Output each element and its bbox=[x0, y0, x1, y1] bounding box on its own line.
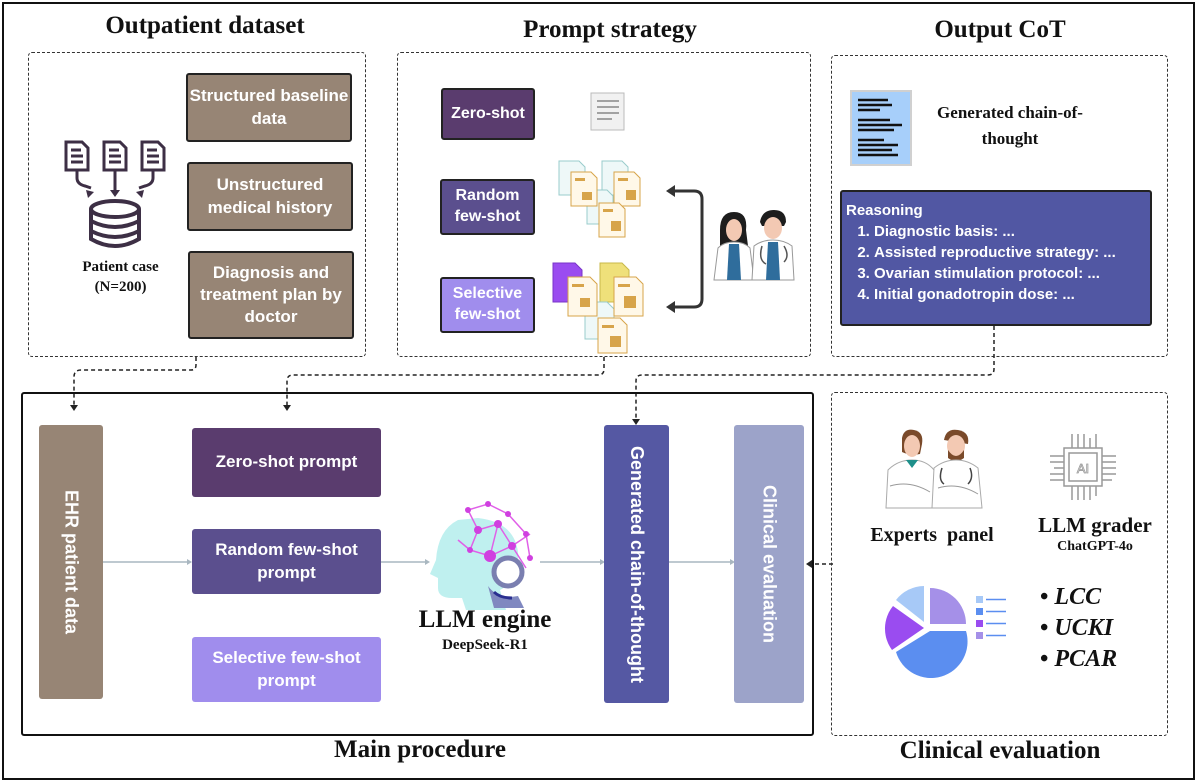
single-document-icon bbox=[590, 92, 625, 131]
expert-selection-double-arrow bbox=[666, 185, 704, 313]
doctors-illustration-icon bbox=[713, 210, 795, 281]
outpatient-dataset-panel bbox=[28, 52, 366, 357]
llm-grader-model: ChatGPT-4o bbox=[1057, 539, 1133, 554]
experts-panel-label: Experts panel bbox=[870, 524, 994, 546]
llm-grader-label: LLM grader bbox=[1038, 513, 1152, 537]
random-examples-documents-icon bbox=[558, 160, 641, 238]
experts-panel-icon bbox=[885, 429, 983, 509]
reasoning-box: Reasoning Diagnostic basis: ... Assisted… bbox=[840, 190, 1152, 326]
llm-engine-label: LLM engine bbox=[418, 606, 552, 633]
pie-slice-1 bbox=[896, 586, 924, 622]
generated-cot-box: Generated chain-of-thought bbox=[604, 425, 669, 703]
selective-examples-documents-icon bbox=[552, 262, 644, 354]
pie-legend bbox=[976, 596, 1006, 639]
main-procedure-title: Main procedure bbox=[334, 736, 506, 763]
structured-baseline-data-box: Structured baseline data bbox=[186, 73, 352, 142]
output-cot-panel bbox=[831, 55, 1168, 357]
reasoning-list: Diagnostic basis: ... Assisted reproduct… bbox=[846, 223, 1146, 303]
pie-slice-3 bbox=[896, 631, 968, 679]
prompt-strategy-panel bbox=[397, 52, 811, 357]
output-cot-title: Output CoT bbox=[934, 16, 1066, 43]
zero-shot-prompt-box: Zero-shot prompt bbox=[192, 428, 381, 497]
unstructured-medical-history-box: Unstructured medical history bbox=[187, 162, 353, 231]
evaluation-pie-icon bbox=[884, 586, 1006, 679]
prompt-strategy-title: Prompt strategy bbox=[523, 16, 697, 43]
patient-count: (N=200) bbox=[94, 278, 147, 295]
reasoning-item: Assisted reproductive strategy: ... bbox=[874, 244, 1146, 261]
metric-item: • LCC bbox=[1040, 584, 1102, 610]
metric-item: • UCKI bbox=[1040, 615, 1114, 641]
selective-few-shot-strategy-box: Selective few-shot bbox=[440, 277, 535, 333]
random-few-shot-strategy-box: Random few-shot bbox=[440, 179, 535, 235]
reasoning-item: Initial gonadotropin dose: ... bbox=[874, 286, 1146, 303]
reasoning-item: Ovarian stimulation protocol: ... bbox=[874, 265, 1146, 282]
diagnosis-treatment-plan-box: Diagnosis and treatment plan by doctor bbox=[188, 251, 354, 339]
pie-slice-4 bbox=[884, 606, 924, 650]
generated-cot-label: Generated chain-of-thought bbox=[937, 103, 1083, 149]
main-procedure-panel bbox=[21, 392, 814, 736]
selective-few-shot-prompt-box: Selective few-shot prompt bbox=[192, 637, 381, 702]
llm-brain-head-icon bbox=[430, 501, 533, 610]
llm-model-label: DeepSeek-R1 bbox=[442, 637, 528, 653]
random-few-shot-prompt-box: Random few-shot prompt bbox=[192, 529, 381, 594]
clinical-evaluation-panel bbox=[831, 392, 1168, 736]
outpatient-dataset-title: Outpatient dataset bbox=[105, 12, 305, 39]
clinical-evaluation-box: Clinical evaluation bbox=[734, 425, 804, 703]
zero-shot-strategy-box: Zero-shot bbox=[441, 88, 535, 140]
patient-case-label: Patient case (N=200) bbox=[58, 258, 183, 297]
patient-case-text: Patient case bbox=[82, 259, 159, 275]
ehr-patient-data-box: EHR patient data bbox=[39, 425, 103, 699]
clinical-evaluation-title: Clinical evaluation bbox=[899, 737, 1101, 764]
metric-pcar: PCAR bbox=[1054, 646, 1118, 672]
ai-chip-text: AI bbox=[1077, 461, 1089, 476]
reasoning-title: Reasoning bbox=[846, 202, 923, 219]
generated-cot-document-icon bbox=[850, 90, 912, 166]
metric-item: • PCAR bbox=[1040, 646, 1118, 672]
metric-lcc: LCC bbox=[1054, 584, 1102, 610]
metrics-list: • LCC • UCKI • PCAR bbox=[1040, 584, 1160, 677]
reasoning-item: Diagnostic basis: ... bbox=[874, 223, 1146, 240]
patient-database-icon bbox=[64, 140, 166, 248]
ai-chip-icon: AI bbox=[1050, 434, 1116, 500]
pie-slice-2 bbox=[930, 588, 966, 624]
metric-ucki: UCKI bbox=[1054, 615, 1114, 641]
